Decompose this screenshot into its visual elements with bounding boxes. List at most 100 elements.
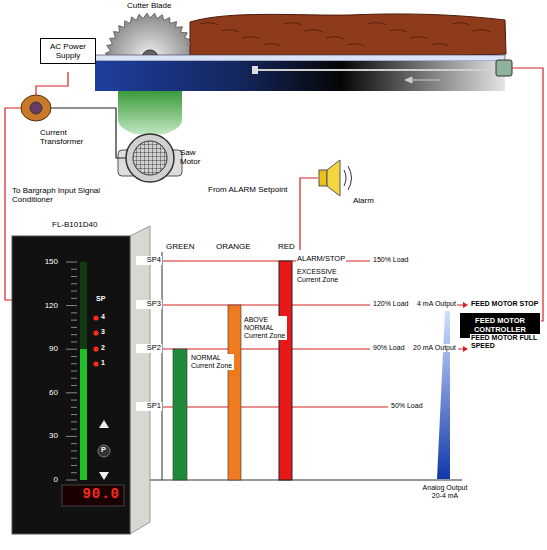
setpoint-led: [93, 361, 98, 366]
button-label: P: [101, 446, 106, 455]
setpoint-number: 2: [101, 344, 105, 352]
scale-tick: [71, 334, 77, 335]
current-transformer: [21, 95, 51, 121]
red-zone-bar: [279, 261, 292, 480]
scale-tick: [71, 385, 77, 386]
scale-number: 30: [34, 431, 58, 440]
zone-note: ABOVE NORMAL Current Zone: [243, 316, 287, 340]
scale-tick: [66, 392, 77, 393]
feed-direction-arrow: [405, 77, 440, 83]
scale-tick: [66, 349, 77, 350]
chart-axis: [162, 252, 163, 480]
scale-tick: [71, 312, 77, 313]
bark-stroke: [452, 23, 470, 25]
bark-stroke: [200, 23, 218, 25]
scale-tick: [71, 298, 77, 299]
zone-color: RED: [278, 242, 295, 251]
analog-output-wedge: [437, 311, 450, 479]
bark-stroke: [242, 37, 260, 39]
led-display: [62, 485, 124, 506]
scale-tick: [71, 283, 77, 284]
zone-note: ALARM/STOP: [296, 255, 346, 264]
setpoint-lines: [163, 261, 388, 407]
scale-tick: [71, 400, 77, 401]
scale-tick: [71, 421, 77, 422]
bargraph-meter: [12, 226, 150, 534]
bark-stroke: [389, 30, 407, 32]
down-button: [99, 472, 109, 480]
model-number: FL-B101D40: [52, 220, 97, 229]
setpoint-number: 3: [101, 328, 105, 336]
setpoint-number: 4: [101, 313, 105, 321]
conveyor: [95, 61, 505, 91]
output-value: 20 mA Output: [412, 344, 457, 352]
up-button: [99, 420, 109, 428]
bark-stroke: [284, 23, 302, 25]
scale-number: 0: [34, 475, 58, 484]
output-note: Analog Output 20-4 mA: [418, 484, 472, 500]
setpoint-led: [93, 346, 98, 351]
signal-note: From ALARM Setpoint: [208, 185, 288, 194]
scale-tick: [71, 378, 77, 379]
node-text: FEED MOTOR CONTROLLER: [463, 317, 537, 334]
log: [190, 14, 506, 56]
zone-note: NORMAL Current Zone: [190, 354, 234, 370]
setpoint-heading: SP: [96, 295, 105, 303]
orange-zone-bar: [228, 305, 241, 480]
scale-tick: [71, 407, 77, 408]
setpoint-led: [93, 330, 98, 335]
feed-motor: [496, 60, 512, 76]
pusher: [252, 66, 258, 74]
load-value: 120% Load: [372, 300, 409, 308]
part-label: Alarm: [353, 196, 374, 205]
scale-tick: [66, 262, 77, 263]
scale-tick: [66, 305, 77, 306]
controller-state: FEED MOTOR FULL SPEED: [470, 334, 544, 350]
scale-tick: [71, 458, 77, 459]
setpoint-led: [93, 315, 98, 320]
scale-tick: [66, 436, 77, 437]
zone-note: EXCESSIVE Current Zone: [296, 268, 350, 284]
scale-tick: [71, 341, 77, 342]
display-reading: 90.0: [64, 486, 120, 502]
p-button: [98, 445, 110, 457]
scale-tick: [71, 443, 77, 444]
scale-number: 60: [34, 388, 58, 397]
bark-texture: [200, 23, 491, 46]
scale-tick: [71, 276, 77, 277]
output-value: 4 mA Output: [416, 300, 457, 308]
bark-stroke: [347, 44, 365, 46]
chart-baseline: [150, 480, 462, 481]
scale-tick: [71, 414, 77, 415]
zone-color: GREEN: [166, 242, 194, 251]
scale-tick: [71, 472, 77, 473]
part-label: Cutter Blade: [127, 1, 171, 10]
motor-grille: [133, 141, 167, 175]
load-value: 90% Load: [372, 344, 406, 352]
load-value: 150% Load: [372, 256, 409, 264]
controller-wire: [512, 68, 543, 321]
scale-tick: [71, 320, 77, 321]
setpoint-name: SP2: [136, 344, 162, 353]
bark-stroke: [326, 37, 344, 39]
scale-tick: [71, 465, 77, 466]
scale-tick: [66, 480, 77, 481]
scale-number: 120: [34, 301, 58, 310]
setpoint-number: 1: [101, 359, 105, 367]
feed-rail: [255, 69, 495, 71]
bark-stroke: [263, 44, 281, 46]
scale-tick: [71, 450, 77, 451]
setpoint-name: SP3: [136, 300, 162, 309]
scale-tick: [71, 327, 77, 328]
conveyor-top: [95, 55, 505, 61]
scale-tick: [71, 363, 77, 364]
saw-motor: [126, 134, 174, 182]
bark-stroke: [305, 30, 323, 32]
scale-number: 90: [34, 344, 58, 353]
scale-tick: [71, 269, 77, 270]
motor-duct: [118, 91, 182, 134]
alarm-wire: [300, 178, 318, 250]
alarm-speaker: [319, 160, 352, 196]
